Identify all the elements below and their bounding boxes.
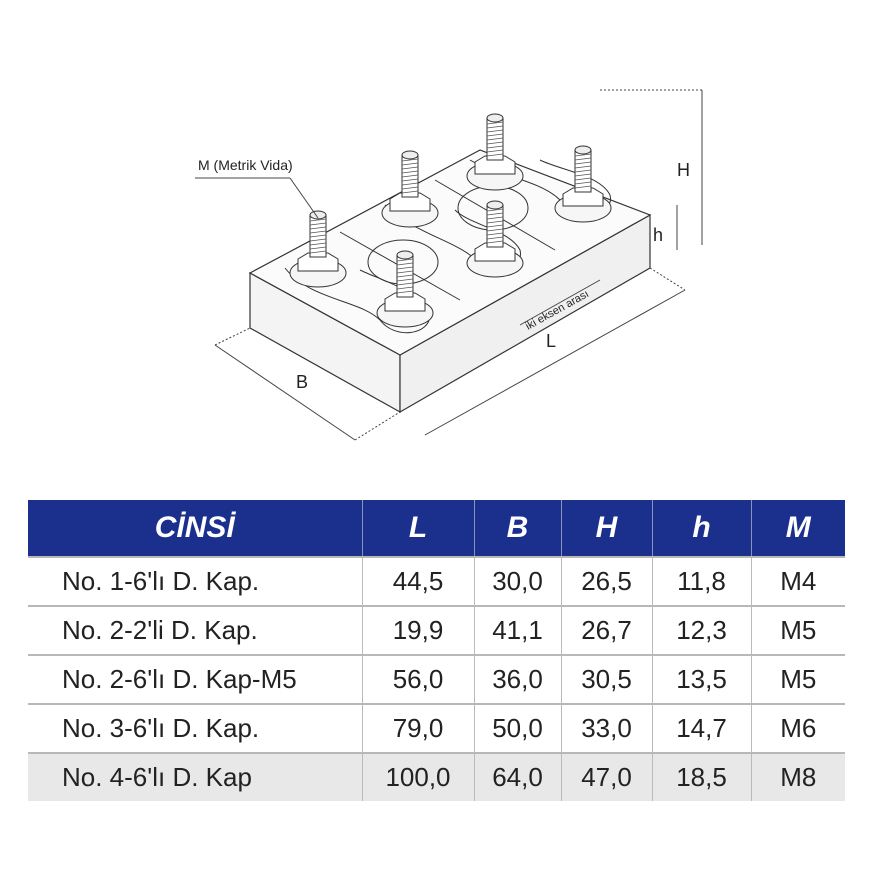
metric-screw-label: M (Metrik Vida) — [198, 157, 293, 173]
height-H-label: H — [677, 160, 690, 180]
value-cell: 26,5 — [561, 556, 653, 606]
product-name-cell: No. 2-2'li D. Kap. — [28, 605, 363, 655]
width-B-label: B — [296, 372, 308, 392]
column-header-M: M — [751, 500, 845, 557]
value-cell: 100,0 — [362, 752, 475, 801]
value-cell: 30,5 — [561, 654, 653, 704]
value-cell: M8 — [751, 752, 845, 801]
value-cell: 11,8 — [652, 556, 752, 606]
bolt-icon — [376, 250, 434, 328]
value-cell: M4 — [751, 556, 845, 606]
product-name-cell: No. 1-6'lı D. Kap. — [28, 556, 363, 606]
value-cell: 47,0 — [561, 752, 653, 801]
value-cell: 41,1 — [474, 605, 562, 655]
value-cell: M5 — [751, 654, 845, 704]
column-header-cinsi: CİNSİ — [28, 500, 363, 557]
value-cell: 13,5 — [652, 654, 752, 704]
value-cell: 18,5 — [652, 752, 752, 801]
column-header-h: h — [652, 500, 752, 557]
length-L-label: L — [546, 331, 556, 351]
bolt-icon — [554, 145, 612, 223]
product-name-cell: No. 3-6'lı D. Kap. — [28, 703, 363, 753]
value-cell: 14,7 — [652, 703, 752, 753]
value-cell: 30,0 — [474, 556, 562, 606]
column-header-L: L — [362, 500, 475, 557]
height-h-label: h — [653, 225, 663, 245]
bolt-icon — [381, 150, 439, 228]
product-name-cell: No. 4-6'lı D. Kap — [28, 752, 363, 801]
value-cell: 19,9 — [362, 605, 475, 655]
value-cell: 79,0 — [362, 703, 475, 753]
dimension-lines — [195, 89, 703, 441]
value-cell: M6 — [751, 703, 845, 753]
product-name-cell: No. 2-6'lı D. Kap-M5 — [28, 654, 363, 704]
column-header-H: H — [561, 500, 653, 557]
value-cell: 33,0 — [561, 703, 653, 753]
terminal-block-drawing: M (Metrik Vida) H h L B iki eksen arası — [195, 89, 703, 441]
value-cell: 12,3 — [652, 605, 752, 655]
value-cell: 64,0 — [474, 752, 562, 801]
column-header-B: B — [474, 500, 562, 557]
value-cell: 50,0 — [474, 703, 562, 753]
value-cell: 56,0 — [362, 654, 475, 704]
value-cell: M5 — [751, 605, 845, 655]
bolt-icon — [466, 200, 524, 278]
value-cell: 36,0 — [474, 654, 562, 704]
value-cell: 26,7 — [561, 605, 653, 655]
bolt-icon — [466, 113, 524, 191]
value-cell: 44,5 — [362, 556, 475, 606]
